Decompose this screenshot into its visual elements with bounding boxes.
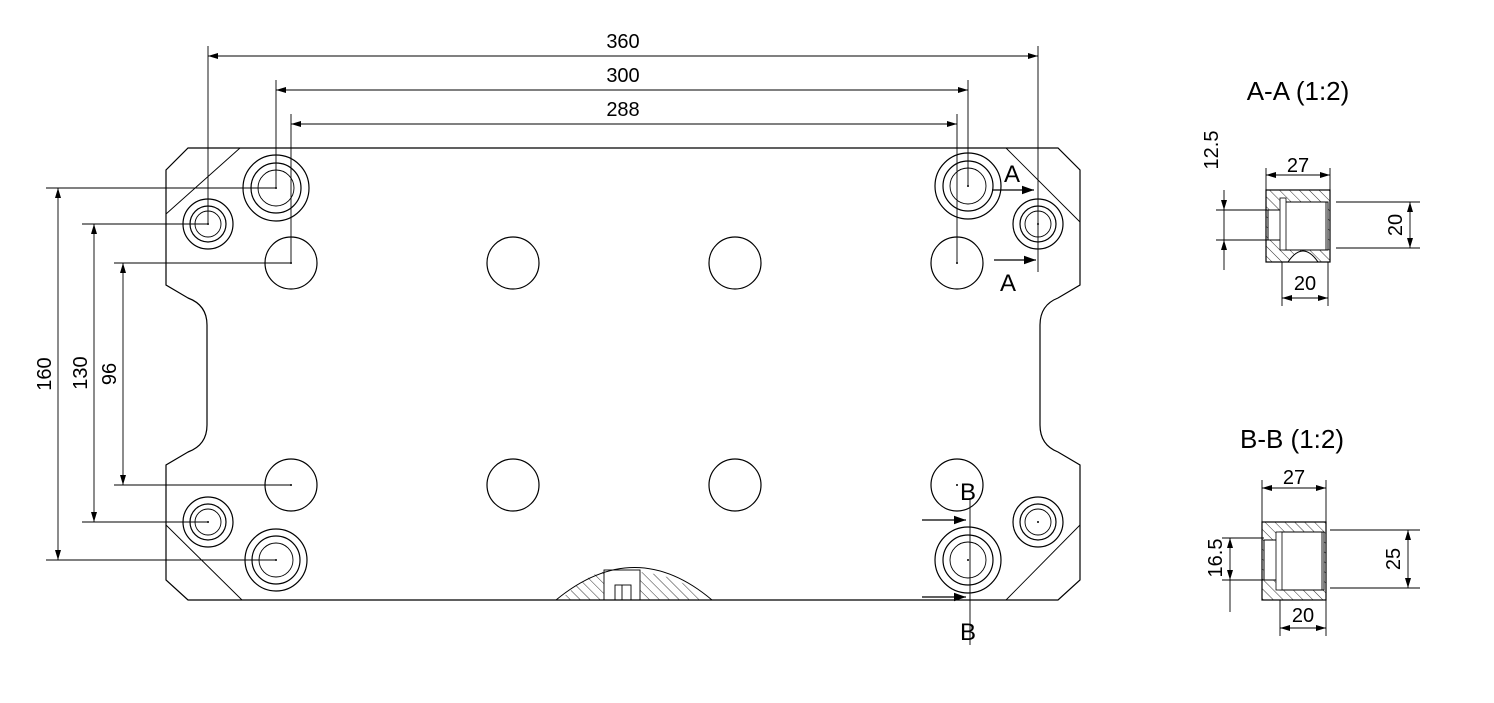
dim-96: 96 xyxy=(99,262,291,486)
section-cut-b: B B xyxy=(922,479,976,646)
section-label-a-top: A xyxy=(1004,161,1020,188)
section-view-b: B-B (1:2) 27 16.5 25 20 xyxy=(1205,424,1420,636)
dim-130: 130 xyxy=(70,223,208,523)
dim-288: 288 xyxy=(290,99,958,263)
section-label-b-top: B xyxy=(960,479,976,506)
section-a-dim-20-bottom: 20 xyxy=(1294,273,1316,295)
dim-label-130: 130 xyxy=(70,356,92,389)
section-view-a: A-A (1:2) 27 12.5 20 20 xyxy=(1201,76,1420,306)
dim-label-288: 288 xyxy=(606,99,639,121)
dim-label-160: 160 xyxy=(34,357,56,390)
plain-hole-r1-c2 xyxy=(486,236,540,290)
dim-160: 160 xyxy=(34,187,276,561)
section-a-dim-27: 27 xyxy=(1287,155,1309,177)
section-a-dim-12-5: 12.5 xyxy=(1201,131,1223,170)
corner-chamfer-br xyxy=(1005,524,1081,601)
section-label-a-bottom: A xyxy=(1000,270,1016,297)
section-a-dim-20-right: 20 xyxy=(1385,214,1407,236)
dim-label-360: 360 xyxy=(606,31,639,53)
dim-label-96: 96 xyxy=(99,363,121,385)
section-title-a: A-A (1:2) xyxy=(1247,76,1350,106)
partial-section-detail xyxy=(555,567,713,601)
plain-hole-r2-c2 xyxy=(486,458,540,512)
section-b-dim-27: 27 xyxy=(1283,467,1305,489)
section-title-b: B-B (1:2) xyxy=(1240,424,1344,454)
center-marks xyxy=(207,185,1039,561)
counterbore-hole-br xyxy=(934,526,1002,594)
plain-hole-r2-c4 xyxy=(930,458,984,512)
section-b-dim-20-bottom: 20 xyxy=(1292,605,1314,627)
section-b-dim-25-right: 25 xyxy=(1383,548,1405,570)
plate-outline xyxy=(165,147,1081,601)
plain-hole-r1-c3 xyxy=(708,236,762,290)
small-hole-br xyxy=(1012,496,1064,548)
corner-chamfer-tr xyxy=(1005,147,1081,223)
section-cut-a: A A xyxy=(992,161,1036,297)
corner-chamfer-bl xyxy=(165,524,243,601)
main-view: 360 300 288 160 130 xyxy=(34,31,1081,646)
corner-chamfer-tl xyxy=(165,147,241,215)
dim-label-300: 300 xyxy=(606,65,639,87)
dim-300: 300 xyxy=(275,65,969,188)
section-b-dim-16-5: 16.5 xyxy=(1205,539,1227,578)
section-label-b-bottom: B xyxy=(960,619,976,646)
dim-360: 360 xyxy=(207,31,1039,272)
plain-hole-r2-c3 xyxy=(708,458,762,512)
